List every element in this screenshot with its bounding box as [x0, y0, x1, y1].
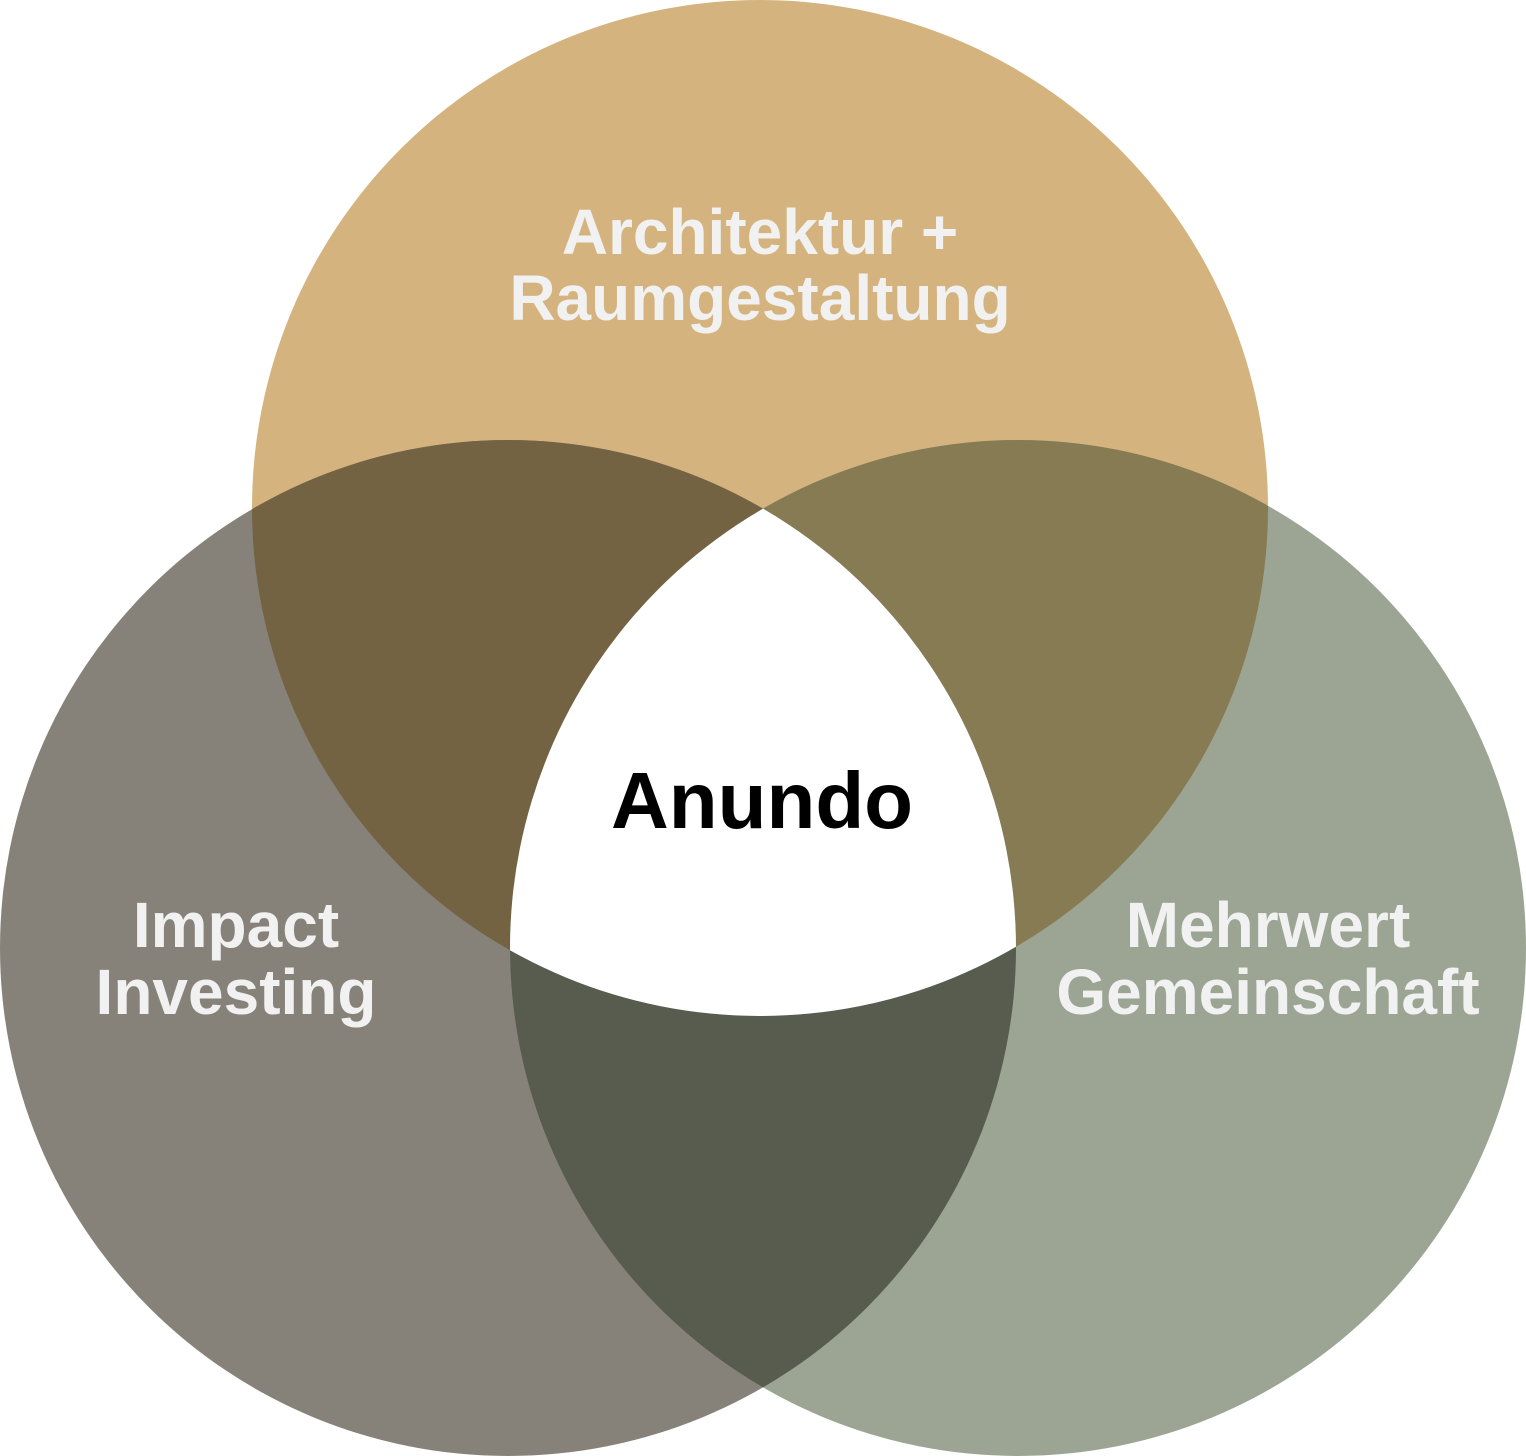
- right-label-line1: Mehrwert: [1126, 889, 1411, 961]
- left-label-line1: Impact: [133, 889, 339, 961]
- left-label-line2: Investing: [96, 956, 377, 1028]
- top-label-line1: Architektur +: [562, 196, 959, 268]
- center-label: Anundo: [611, 756, 913, 845]
- top-label-line2: Raumgestaltung: [509, 262, 1010, 334]
- right-label-line2: Gemeinschaft: [1056, 956, 1479, 1028]
